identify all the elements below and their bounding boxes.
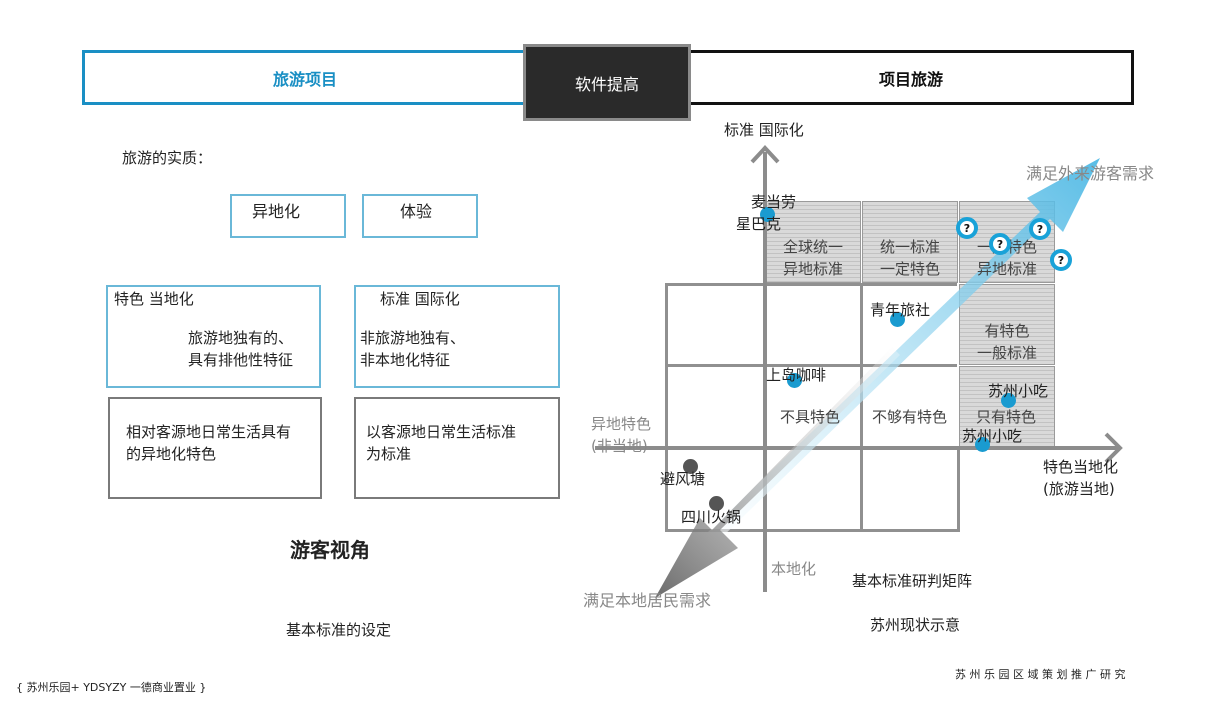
label-bifengtang: 避风塘 <box>660 470 706 488</box>
point-cafe <box>787 373 802 388</box>
arrow-down-label: 满足本地居民需求 <box>583 591 712 610</box>
cell-feature-remote-line2: 异地标准 <box>976 260 1037 278</box>
question-marker-4: ? <box>1050 249 1072 271</box>
cell-feature-general-line1: 有特色 <box>984 322 1030 340</box>
essence-box-remote: 异地化 <box>230 194 346 238</box>
grid-v-2 <box>860 283 863 532</box>
matrix-cell-unified <box>862 201 958 283</box>
desc-right-line1: 以客源地日常生活标准 <box>366 423 517 441</box>
desc-box-left: 相对客源地日常生活具有 的异地化特色 <box>108 397 322 499</box>
label-hotpot: 四川火锅 <box>681 508 742 526</box>
point-snack-1 <box>1001 393 1016 408</box>
cell-global-line2: 异地标准 <box>782 260 843 278</box>
essence-label: 旅游的实质： <box>122 149 213 167</box>
question-marker-3: ? <box>1029 218 1051 240</box>
grid-v-1 <box>665 283 668 532</box>
point-mcd <box>760 207 775 222</box>
label-starbucks: 星巴克 <box>736 215 782 233</box>
perspective-subtitle: 基本标准的设定 <box>286 621 392 639</box>
tab-tourism-projects-label: 旅游项目 <box>272 69 337 89</box>
x-axis-left-label-1: 异地特色 <box>591 415 652 433</box>
y-axis-bottom-label: 本地化 <box>771 560 817 578</box>
grid-h-2 <box>665 364 957 367</box>
cell-no-feature-text: 不具特色 <box>780 408 841 426</box>
arrow-down-locals <box>655 347 900 598</box>
matrix-title: 基本标准研判矩阵 <box>852 572 973 590</box>
question-marker-1: ? <box>956 217 978 239</box>
point-hostel <box>890 312 905 327</box>
cell-not-enough-text: 不够有特色 <box>872 408 948 426</box>
cell-unified-text: 统一标准 一定特色 <box>862 236 958 280</box>
essence-box-experience: 体验 <box>362 194 478 238</box>
cell-feature-general-text: 有特色 一般标准 <box>959 320 1055 364</box>
perspective-title: 游客视角 <box>290 538 370 562</box>
standard-box: 标准 国际化 非旅游地独有、 非本地化特征 <box>354 285 560 388</box>
x-axis <box>595 432 1123 464</box>
tab-software-improve[interactable]: 软件提高 <box>523 44 691 121</box>
cell-only-feature-text: 只有特色 <box>976 408 1037 426</box>
desc-left-line2: 的异地化特色 <box>126 445 217 463</box>
desc-right-line2: 为标准 <box>366 445 412 463</box>
local-feature-line2: 具有排他性特征 <box>188 351 294 369</box>
desc-box-right: 以客源地日常生活标准 为标准 <box>354 397 560 499</box>
local-feature-box: 特色 当地化 旅游地独有的、 具有排他性特征 <box>106 285 321 388</box>
tab-project-tourism-label: 项目旅游 <box>878 69 943 89</box>
standard-line2: 非本地化特征 <box>360 351 451 369</box>
cell-unified-line1: 统一标准 <box>879 238 940 256</box>
grid-v-3 <box>957 447 960 532</box>
matrix-cell-feature-general <box>959 284 1055 365</box>
x-axis-right-label-1: 特色当地化 <box>1043 458 1119 476</box>
essence-item-remote: 异地化 <box>252 202 301 221</box>
point-hotpot <box>709 496 724 511</box>
grid-h-3 <box>665 529 960 532</box>
y-axis-top-label: 标准 国际化 <box>724 121 804 139</box>
label-cafe: 上岛咖啡 <box>766 366 827 384</box>
label-snack-2: 苏州小吃 <box>962 427 1023 445</box>
question-marker-2: ? <box>989 233 1011 255</box>
footer-left: { 苏州乐园+ YDSYZY 一德商业置业 } <box>16 681 207 694</box>
footer-right: 苏 州 乐 园 区 域 策 划 推 广 研 究 <box>955 668 1126 681</box>
standard-line1: 非旅游地独有、 <box>360 329 466 347</box>
standard-title: 标准 国际化 <box>380 290 460 308</box>
matrix-subtitle: 苏州现状示意 <box>870 616 961 634</box>
x-axis-right-label-2: (旅游当地) <box>1043 480 1115 498</box>
desc-left-line1: 相对客源地日常生活具有 <box>126 423 292 441</box>
label-mcd: 麦当劳 <box>751 193 797 211</box>
point-snack-2 <box>975 437 990 452</box>
tab-software-improve-label: 软件提高 <box>574 74 639 94</box>
essence-item-experience: 体验 <box>400 202 433 221</box>
cell-feature-general-line2: 一般标准 <box>976 344 1037 362</box>
cell-unified-line2: 一定特色 <box>879 260 940 278</box>
label-hostel: 青年旅社 <box>870 301 931 319</box>
grid-h-1 <box>665 283 957 286</box>
y-axis <box>750 145 780 592</box>
cell-global-line1: 全球统一 <box>782 238 843 256</box>
local-feature-line1: 旅游地独有的、 <box>188 329 294 347</box>
point-bifengtang <box>683 459 698 474</box>
local-feature-title: 特色 当地化 <box>114 290 194 308</box>
arrow-up-label: 满足外来游客需求 <box>1026 164 1155 183</box>
x-axis-left-label-2: (非当地) <box>591 437 648 455</box>
cell-global-text: 全球统一 异地标准 <box>765 236 861 280</box>
label-snack-1: 苏州小吃 <box>988 382 1049 400</box>
